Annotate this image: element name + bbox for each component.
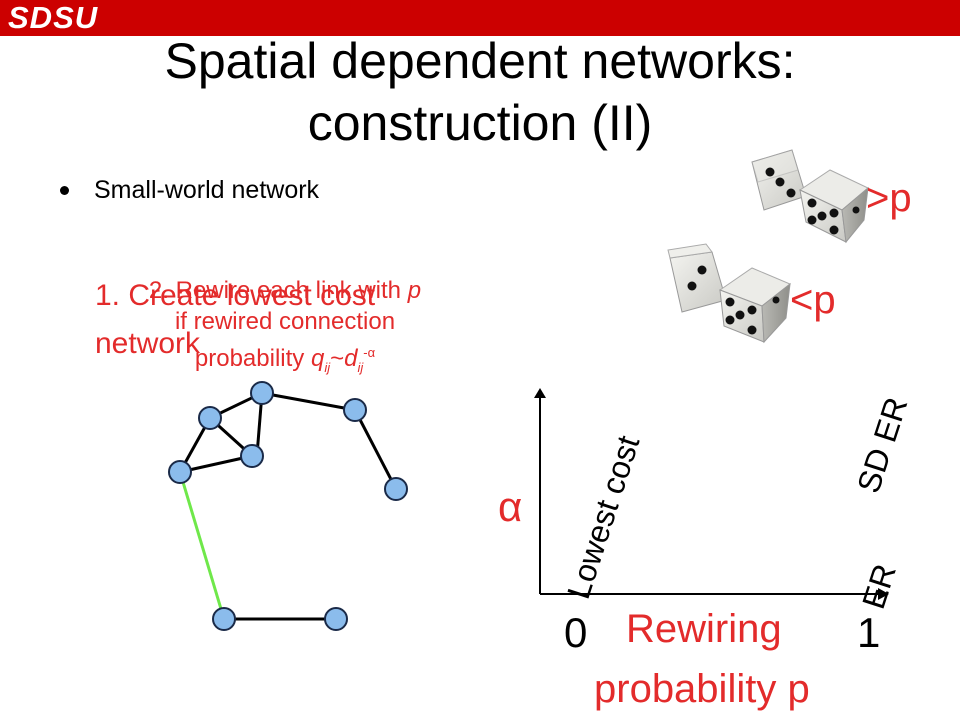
network-node (198, 406, 222, 430)
dice-upper-icon (751, 149, 869, 244)
rewired-link (178, 471, 226, 620)
network-node (384, 477, 408, 501)
step-2-line-3: probability qij~dij-α (194, 345, 376, 375)
network-node (212, 607, 236, 631)
dice-upper-label: >p (866, 176, 912, 220)
step-1-text: 1. Create lowest cost network (95, 279, 376, 360)
dice-lower-icon (667, 243, 791, 344)
x-axis-label-line-1: Rewiring (626, 607, 782, 651)
y-axis-arrow-icon (534, 388, 546, 398)
network-node (240, 444, 264, 468)
step-2-line-1: 2. Rewire each link with p (148, 277, 422, 304)
die-lower-left (667, 243, 727, 313)
phase-diagram-axes (534, 388, 889, 600)
slide-title: Spatial dependent networks: construction… (0, 30, 960, 154)
network-node (324, 607, 348, 631)
bullet-item: Small-world network (60, 176, 319, 205)
step-2-line-2: if rewired connection (174, 308, 396, 335)
network-link (179, 454, 253, 474)
alpha-axis-label: α (498, 483, 523, 530)
x-axis-label-line-2: probability p (594, 667, 810, 711)
network-link (353, 409, 398, 490)
sdsu-logo: SDSU (8, 0, 99, 35)
die-upper-left (751, 149, 807, 211)
step-2-text: 2. Rewire each link with p if rewired co… (60, 275, 510, 383)
bullet-text: Small-world network (94, 176, 320, 204)
dice-lower-label: <p (790, 278, 836, 322)
title-line-1: Spatial dependent networks: (164, 33, 796, 89)
header-bar: SDSU (0, 0, 960, 36)
x-axis-arrow-icon (878, 588, 889, 600)
die-lower-right (718, 267, 791, 344)
die-upper-right (798, 169, 869, 244)
network-link (261, 391, 356, 412)
x-axis-start-label: 0 (564, 609, 588, 656)
title-line-2: construction (II) (307, 95, 653, 151)
bullet-dot-icon (60, 186, 69, 195)
network-node (343, 398, 367, 422)
network-node (250, 381, 274, 405)
x-axis-end-label: 1 (857, 609, 881, 656)
network-node (168, 460, 192, 484)
network-graph (168, 381, 408, 631)
